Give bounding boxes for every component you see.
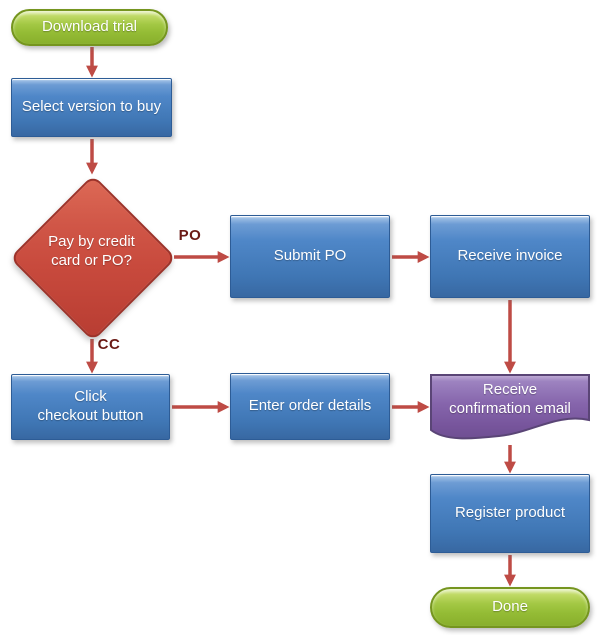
node-select-version: Select version to buy <box>11 78 172 137</box>
node-click-checkout-label: Click checkout button <box>37 388 144 424</box>
node-enter-order-details-label: Enter order details <box>248 397 372 415</box>
edge-label-cc: CC <box>97 336 121 353</box>
node-payment-decision: Pay by credit card or PO? <box>24 233 159 271</box>
node-payment-decision-label: Pay by credit card or PO? <box>48 233 135 269</box>
node-receive-confirmation-label: Receive confirmation email <box>449 381 571 417</box>
node-register-product: Register product <box>430 474 590 553</box>
node-enter-order-details: Enter order details <box>230 373 390 440</box>
node-start-label: Download trial <box>41 18 138 36</box>
node-select-version-label: Select version to buy <box>21 98 162 116</box>
node-receive-invoice-label: Receive invoice <box>457 247 563 265</box>
node-receive-invoice: Receive invoice <box>430 215 590 298</box>
node-submit-po-label: Submit PO <box>273 247 347 265</box>
node-submit-po: Submit PO <box>230 215 390 298</box>
edge-label-po: PO <box>178 227 202 244</box>
node-receive-confirmation-document <box>430 374 590 440</box>
node-register-product-label: Register product <box>454 504 566 522</box>
node-start-terminator: Download trial <box>11 9 168 46</box>
node-click-checkout: Click checkout button <box>11 374 170 440</box>
node-receive-confirmation: Receive confirmation email <box>434 381 586 419</box>
document-shape <box>430 374 590 440</box>
node-done-terminator: Done <box>430 587 590 628</box>
node-done-label: Done <box>492 598 528 616</box>
